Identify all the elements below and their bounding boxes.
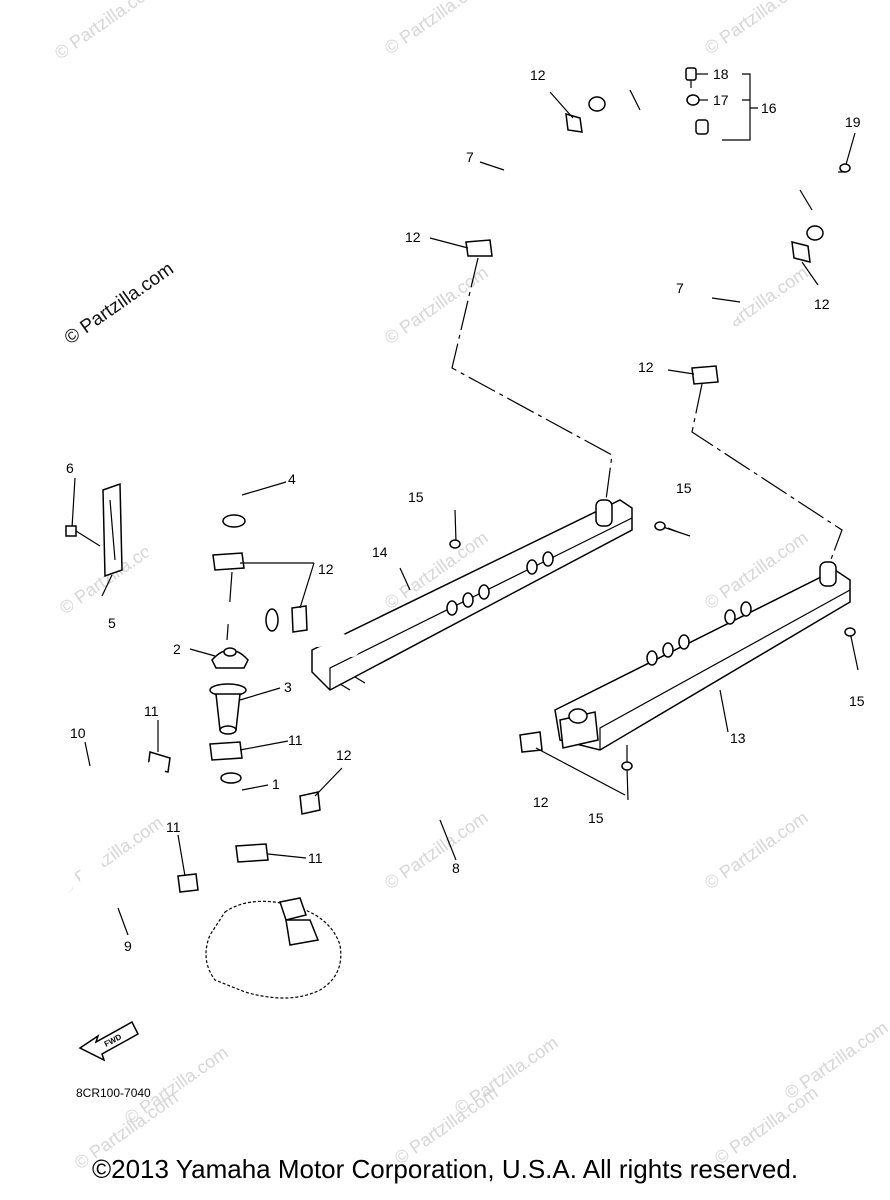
callout-13: 13 xyxy=(730,730,746,746)
thermostat-cover-2 xyxy=(211,647,249,669)
callout-12: 12 xyxy=(336,747,352,763)
callout-8: 8 xyxy=(452,860,460,876)
callout-12: 12 xyxy=(530,67,546,83)
callout-12: 12 xyxy=(405,229,421,245)
callout-11: 11 xyxy=(308,850,323,866)
callout-6: 6 xyxy=(66,460,74,476)
callout-15: 15 xyxy=(588,810,604,826)
assembly-line xyxy=(226,571,233,641)
hose-clamp xyxy=(565,112,583,133)
callout-19: 19 xyxy=(845,114,861,130)
hose-4 xyxy=(135,423,283,632)
callout-2: 2 xyxy=(173,641,181,657)
watermark: © Partzilla.com xyxy=(451,1032,562,1118)
callout-bracket-16 xyxy=(722,73,758,141)
watermark: © Partzilla.com xyxy=(701,807,812,893)
callout-15: 15 xyxy=(676,480,692,496)
partzilla-watermark: © Partzilla.com xyxy=(61,258,178,349)
hose-8 xyxy=(324,747,523,846)
assembly-line xyxy=(691,383,843,563)
hose-clamp xyxy=(791,241,811,263)
hose-1 xyxy=(220,768,250,836)
callout-15: 15 xyxy=(408,489,424,505)
callout-12: 12 xyxy=(533,794,549,810)
bolt-19 xyxy=(838,132,856,173)
callout-17: 17 xyxy=(713,92,729,108)
callout-11: 11 xyxy=(166,819,181,835)
callout-7: 7 xyxy=(676,280,684,296)
bleed-screw xyxy=(685,67,708,88)
callout-12: 12 xyxy=(814,296,830,312)
assembly-line xyxy=(451,257,613,501)
bolt-6 xyxy=(65,477,101,547)
callout-4: 4 xyxy=(288,471,296,487)
hose-clamp xyxy=(209,741,243,761)
callout-14: 14 xyxy=(372,544,388,560)
callout-16: 16 xyxy=(761,100,777,116)
rivet-15 xyxy=(621,761,633,801)
hose-right-upper xyxy=(701,251,795,371)
hose-10 xyxy=(57,752,120,893)
engine-outline xyxy=(205,897,342,999)
rivet-15 xyxy=(654,521,691,537)
callout-18: 18 xyxy=(713,66,729,82)
callout-7: 7 xyxy=(466,149,474,165)
hose-clamp xyxy=(291,605,308,633)
hose-clamp xyxy=(235,843,269,863)
callout-15: 15 xyxy=(849,693,865,709)
callout-11: 11 xyxy=(144,703,159,719)
watermark: © Partzilla.com xyxy=(381,262,492,348)
figure-id: 8CR100-7040 xyxy=(76,1086,151,1100)
hose-clamp xyxy=(212,552,245,571)
callout-1: 1 xyxy=(272,776,280,792)
heat-exchanger-13 xyxy=(554,561,851,751)
callout-12: 12 xyxy=(638,359,654,375)
leader-lines xyxy=(84,91,819,936)
callout-10: 10 xyxy=(70,725,86,741)
hose-9 xyxy=(80,760,170,915)
washer xyxy=(686,94,708,106)
top-cross-pipe xyxy=(584,84,833,241)
hose-clamp xyxy=(691,365,719,385)
copyright-notice: ©2013 Yamaha Motor Corporation, U.S.A. A… xyxy=(91,1154,799,1184)
watermark: © Partzilla.com xyxy=(51,0,162,63)
hose-clamp xyxy=(465,239,493,257)
callout-labels: 12 18 17 16 19 7 12 7 12 12 6 4 15 15 14… xyxy=(66,66,865,954)
rivet-15 xyxy=(844,627,859,671)
callout-5: 5 xyxy=(108,615,116,631)
heat-exchanger-14 xyxy=(311,499,633,691)
hose-clamp xyxy=(299,791,321,815)
hose-clamp xyxy=(177,873,199,893)
bracket-5 xyxy=(102,482,123,578)
thermostat-3 xyxy=(209,683,247,735)
callout-9: 9 xyxy=(124,938,132,954)
rivet-15 xyxy=(449,509,461,549)
callout-3: 3 xyxy=(284,679,292,695)
callout-12: 12 xyxy=(318,561,334,577)
watermark: © Partzilla.com xyxy=(781,1017,890,1103)
watermark: © Partzilla.com xyxy=(701,0,812,58)
callout-11: 11 xyxy=(288,732,303,748)
hose-clamp xyxy=(519,731,543,753)
forward-arrow-icon: FWD xyxy=(78,1020,139,1062)
watermark: © Partzilla.com xyxy=(381,0,492,58)
hose-left-upper xyxy=(473,117,569,254)
